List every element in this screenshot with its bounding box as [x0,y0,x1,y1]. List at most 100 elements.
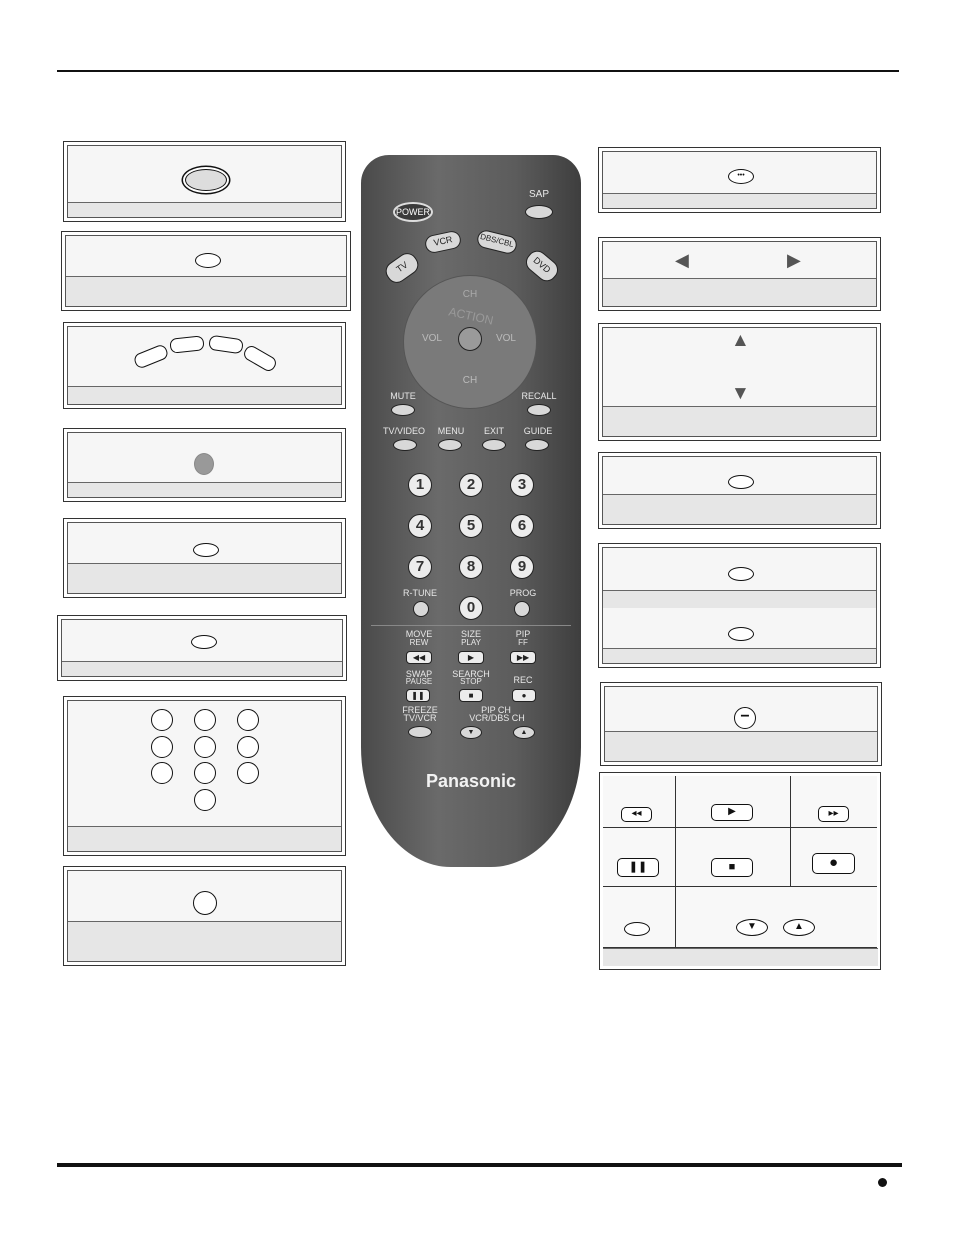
digit-1-icon [151,709,173,731]
vcr-cell-pipch [676,887,877,948]
digit-5-button[interactable]: 5 [459,514,483,538]
ellipsis-button-icon: ••• [728,169,754,184]
brand-logo: Panasonic [425,771,517,791]
remote-control: POWER SAP TV VCR DBS/CBL DVD CH ACTION V… [361,155,581,867]
ff-label: FF [518,638,528,647]
exit-button[interactable] [482,439,506,451]
callout-action [63,428,346,502]
action-button-icon [194,453,214,475]
stop-icon: ■ [711,858,753,877]
digit-7-button[interactable]: 7 [408,555,432,579]
callout-vcr-controls: ◂◂ ▶ ▸▸ ❚❚ ■ ● ▼ ▲ [599,772,881,970]
callout-tvvideo [57,615,347,681]
vcr-cell-pause [603,828,676,887]
vcr-section-divider [371,625,571,626]
digit-0-icon [194,789,216,811]
exit-button-icon [728,627,754,641]
swap-label: SWAP [405,669,433,679]
pause-icon: ❚❚ [617,858,659,877]
stop-button[interactable]: ■ [459,689,483,702]
prog-label: PROG [509,588,537,598]
tv-mode-icon [132,343,170,370]
vcr-cell-tvvcr [603,887,676,948]
ch-down-button[interactable]: ▼ [460,726,482,739]
navigation-ring [403,275,537,409]
tvvideo-button-icon [191,635,217,649]
footer-rule [57,1163,902,1167]
recall-label: RECALL [521,391,557,401]
callout-guide: ••• [598,147,881,213]
menu-button-icon [728,567,754,581]
ch-up-label: CH [462,289,478,300]
left-arrow-icon: ◀ [675,250,689,270]
digit-4-button[interactable]: 4 [408,514,432,538]
sap-button-icon [195,253,221,268]
down-icon: ▼ [736,919,768,936]
action-button[interactable] [458,327,482,351]
digit-6-icon [237,736,259,758]
menu-button[interactable] [438,439,462,451]
digit-8-button[interactable]: 8 [459,555,483,579]
power-button[interactable] [393,202,433,222]
digit-3-icon [237,709,259,731]
digit-5-icon [194,736,216,758]
tvvideo-button[interactable] [393,439,417,451]
rec-button[interactable]: ● [512,689,536,702]
callout-prog: − [600,682,882,766]
digit-7-icon [151,762,173,784]
size-label: SIZE [460,629,481,639]
mute-button[interactable] [391,404,415,416]
rew-button[interactable]: ◀◀ [406,651,432,664]
tvvcr-button[interactable] [408,726,432,738]
header-rule [57,70,899,72]
digit-9-button[interactable]: 9 [510,555,534,579]
play-label: PLAY [461,638,481,647]
move-label: MOVE [405,629,433,639]
ff-icon: ▸▸ [818,806,849,822]
pause-button[interactable]: ❚❚ [406,689,430,702]
ch-up-button[interactable]: ▲ [513,726,535,739]
vol-left-label: VOL [421,333,442,344]
digit-2-icon [194,709,216,731]
rec-label: REC [513,675,533,685]
prog-button-icon: − [734,707,756,729]
digit-3-button[interactable]: 3 [510,473,534,497]
guide-button[interactable] [525,439,549,451]
rtune-button-icon [193,891,217,915]
digit-0-button[interactable]: 0 [459,596,483,620]
tvvcr-button-icon [624,922,650,936]
callout-mute [63,518,346,598]
sap-button[interactable] [525,205,553,219]
freeze-label: FREEZE [402,705,438,715]
digit-9-icon [237,762,259,784]
menu-bar [603,590,876,608]
tvvcr-label: TV/VCR [403,713,437,723]
callout-channel: ▲ ▼ [598,323,881,441]
rtune-button[interactable] [413,601,429,617]
menu-label: MENU [437,426,465,436]
exit-label: EXIT [483,426,504,436]
recall-button[interactable] [527,404,551,416]
digit-4-icon [151,736,173,758]
down-arrow-icon: ▼ [731,383,750,404]
rew-label: REW [409,638,429,647]
mute-label: MUTE [390,391,416,401]
digit-2-button[interactable]: 2 [459,473,483,497]
callout-power [63,141,346,222]
power-button-icon [185,169,227,191]
prog-button[interactable] [514,601,530,617]
play-button[interactable]: ▶ [458,651,484,664]
digit-1-button[interactable]: 1 [408,473,432,497]
ch-down-label: CH [462,375,478,386]
ff-button[interactable]: ▶▶ [510,651,536,664]
up-arrow-icon: ▲ [731,330,750,351]
rtune-label: R-TUNE [403,588,437,598]
play-icon: ▶ [711,804,753,821]
vol-right-label: VOL [495,333,516,344]
digit-8-icon [194,762,216,784]
rec-icon: ● [812,853,855,874]
guide-label: GUIDE [523,426,553,436]
vcr-footer-bar [603,948,878,966]
mute-button-icon [193,543,219,557]
digit-6-button[interactable]: 6 [510,514,534,538]
